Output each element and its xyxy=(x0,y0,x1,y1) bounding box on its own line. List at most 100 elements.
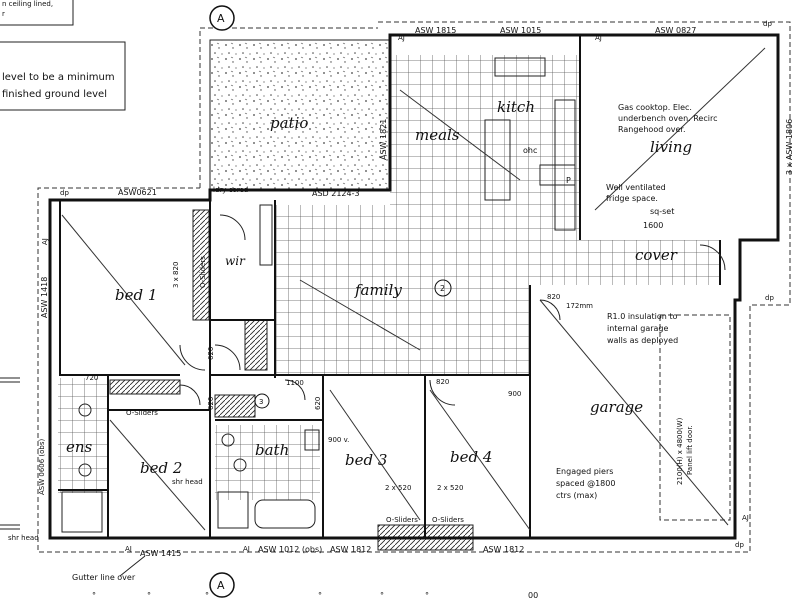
patio-area xyxy=(209,39,391,191)
window-sliding-door: ASD 2124-3 xyxy=(312,189,360,198)
internal-walls xyxy=(58,35,721,538)
label-garage-door-1: 2100(H) x 4800(W) xyxy=(676,417,684,485)
label-ldry: ldry cored xyxy=(213,186,248,194)
family-circle-label: 2 xyxy=(440,284,445,293)
label-piers-1: Engaged piers xyxy=(556,467,613,476)
bottom-mark-3: ° xyxy=(205,591,209,600)
tiled-floor xyxy=(275,55,720,375)
circle-3 xyxy=(254,393,270,409)
left-leader-ticks xyxy=(0,377,20,530)
window-aj-4: AJ xyxy=(125,545,132,553)
room-wir: wir xyxy=(225,254,246,268)
window-dp-4: dp xyxy=(765,294,774,302)
kitchen-benches xyxy=(484,57,576,231)
bottom-mark-2: ° xyxy=(147,591,151,600)
notes-top-line-2: r xyxy=(2,10,5,18)
label-820-1: 820 xyxy=(547,293,560,301)
label-p: P xyxy=(566,176,571,185)
label-ohc: ohc xyxy=(523,146,537,155)
room-cover: cover xyxy=(635,246,678,264)
label-gutter: Gutter line over xyxy=(72,573,136,582)
label-sq-set: sq-set xyxy=(650,207,674,216)
level-note-line-1: level to be a minimum xyxy=(2,72,115,83)
ens-tiles xyxy=(58,378,108,493)
label-820-2: 820 xyxy=(436,378,449,386)
garage-door-outline xyxy=(659,314,731,521)
label-o-sliders-3: O-Sliders xyxy=(386,516,418,524)
window-aj-5: AJ xyxy=(243,545,250,553)
notes-top-line-1: n ceiling lined, xyxy=(2,0,53,8)
bottom-mark-1: ° xyxy=(92,591,96,600)
robe-hatch-5 xyxy=(214,394,256,418)
room-family: family xyxy=(354,281,402,299)
window-aj-2: AJ xyxy=(595,34,602,42)
label-o-sliders-1: O-Sliders xyxy=(199,256,207,288)
section-marker-top-label: A xyxy=(217,12,225,25)
label-o-sliders-4: O-Sliders xyxy=(432,516,464,524)
label-720: 720 xyxy=(85,374,98,382)
label-insulation-1: R1.0 insulation to xyxy=(607,312,677,321)
window-bottom-3: ASW 1812 xyxy=(330,545,371,554)
window-aj-3: AJ xyxy=(41,238,49,245)
label-robe-dims: 3 x 820 xyxy=(172,262,180,288)
section-marker-bottom-label: A xyxy=(217,579,225,592)
bath-tiles xyxy=(215,425,320,500)
label-620-1: 620 xyxy=(207,347,215,360)
label-1600: 1600 xyxy=(643,221,663,230)
gutter-leader xyxy=(119,555,146,577)
label-insulation-2: internal garage xyxy=(607,324,668,333)
label-gas-3: Rangehood over. xyxy=(618,125,685,134)
section-marker-bottom xyxy=(209,572,235,598)
window-dp-1: dp xyxy=(763,20,772,28)
label-o-sliders-2: O-Sliders xyxy=(126,409,158,417)
level-note-box xyxy=(0,41,126,111)
room-bed2: bed 2 xyxy=(140,459,182,477)
door-swings xyxy=(179,214,726,406)
circle-3-label: 3 xyxy=(259,398,263,406)
window-aj-6: AJ xyxy=(742,514,749,522)
window-top-2: ASW 1015 xyxy=(500,26,541,35)
window-dp-3: dp xyxy=(735,541,744,549)
label-1100: 1100 xyxy=(286,379,304,387)
label-shr-head-1: shr head xyxy=(172,478,203,486)
room-bed4: bed 4 xyxy=(450,448,492,466)
label-gas-2: underbench oven. Recirc xyxy=(618,114,717,123)
room-living: living xyxy=(650,138,692,156)
robe-hatch-2 xyxy=(109,379,181,395)
room-bed3: bed 3 xyxy=(345,451,387,469)
notes-box-top xyxy=(0,0,74,26)
patio-eave xyxy=(199,27,378,188)
room-bath: bath xyxy=(255,441,289,459)
window-bed1-side: ASW 1418 xyxy=(40,277,49,318)
label-shr-head-2: shr head xyxy=(8,534,39,542)
room-patio: patio xyxy=(270,114,308,132)
bottom-mark-5: ° xyxy=(380,591,384,600)
window-aj-1: AJ xyxy=(398,34,405,42)
room-kitchen: kitch xyxy=(497,98,535,116)
label-fridge-2: fridge space. xyxy=(606,194,658,203)
window-ens-side: ASW 0606 (obs) xyxy=(38,438,46,495)
window-top-1: ASW 1815 xyxy=(415,26,456,35)
external-wall xyxy=(48,33,780,540)
window-dp-2: dp xyxy=(60,189,69,197)
bottom-mark-4: ° xyxy=(318,591,322,600)
label-piers-3: ctrs (max) xyxy=(556,491,597,500)
level-note-line-2: finished ground level xyxy=(2,89,107,100)
family-circle xyxy=(434,279,452,297)
label-insulation-3: walls as deployed xyxy=(607,336,678,345)
room-ens: ens xyxy=(66,438,93,456)
eave-line xyxy=(37,21,791,553)
window-bottom-2: ASW 1012 (obs) xyxy=(258,545,322,554)
room-garage: garage xyxy=(590,398,643,416)
label-620-3: 620 xyxy=(314,397,322,410)
window-top-3: ASW 0827 xyxy=(655,26,696,35)
label-robe-2x520-2: 2 x 520 xyxy=(437,484,463,492)
section-marker-top xyxy=(209,5,235,31)
label-garage-door-2: Panel lift door. xyxy=(686,425,694,475)
label-620-2: 620 xyxy=(207,397,215,410)
label-gas-1: Gas cooktop. Elec. xyxy=(618,103,692,112)
diagonal-lines xyxy=(61,47,766,531)
room-bed1: bed 1 xyxy=(115,286,157,304)
label-bath-900: 900 v. xyxy=(328,436,349,444)
